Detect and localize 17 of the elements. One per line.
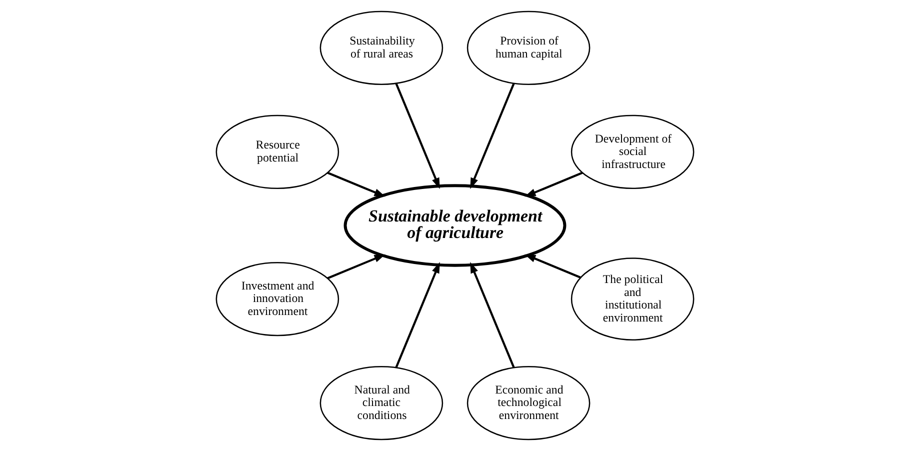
node-ellipse: Development of social infrastructure	[570, 114, 694, 190]
node-ellipse: The political and institutional environment	[570, 258, 694, 341]
node-ellipse: Sustainability of rural areas	[319, 10, 443, 85]
arrow	[524, 172, 582, 197]
arrow	[326, 254, 385, 280]
arrow	[394, 262, 440, 368]
arrow	[394, 83, 440, 189]
arrow	[524, 254, 580, 278]
arrow	[326, 172, 385, 197]
node-ellipse: Economic and technological environment	[466, 366, 590, 440]
node-ellipse: Provision of human capital	[466, 10, 590, 85]
node-ellipse: Resource potential	[215, 114, 339, 190]
arrow	[470, 262, 514, 368]
node-ellipse: Sustainable development of agriculture	[343, 184, 566, 267]
arrow	[470, 83, 514, 189]
node-ellipse: Investment and innovation environment	[215, 262, 339, 336]
node-ellipse: Natural and climatic conditions	[319, 366, 443, 440]
